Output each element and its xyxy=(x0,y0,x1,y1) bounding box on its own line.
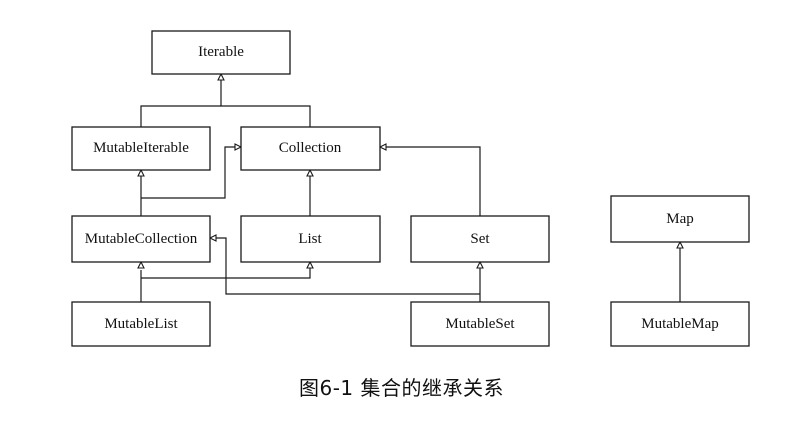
arrowhead-collection-left xyxy=(234,143,243,151)
node-mutableiterable: MutableIterable xyxy=(71,126,211,171)
node-map: Map xyxy=(610,195,750,243)
arrowhead-mutablecollection-bottom xyxy=(137,260,145,269)
node-iterable: Iterable xyxy=(151,30,291,75)
node-mutableset: MutableSet xyxy=(410,301,550,347)
edges xyxy=(140,80,681,302)
node-set-label: Set xyxy=(470,231,490,247)
arrowhead-collection-bottom xyxy=(306,168,314,177)
node-mutablemap: MutableMap xyxy=(610,301,750,347)
node-mutablecollection: MutableCollection xyxy=(71,215,211,263)
node-mutableiterable-label: MutableIterable xyxy=(93,140,189,156)
arrowhead-set xyxy=(476,260,484,269)
edge-mutableiterable-iterable xyxy=(140,105,221,127)
node-collection: Collection xyxy=(240,126,381,171)
node-collection-label: Collection xyxy=(279,140,342,156)
arrowhead-mutableiterable xyxy=(137,168,145,177)
arrowhead-iterable xyxy=(217,72,225,81)
edge-mutablecollection-collection xyxy=(141,146,235,199)
node-iterable-label: Iterable xyxy=(198,44,244,60)
node-set: Set xyxy=(410,215,550,263)
figure-caption: 图6-1 集合的继承关系 xyxy=(298,376,505,400)
edge-set-collection xyxy=(386,146,481,216)
node-list: List xyxy=(240,215,381,263)
node-list-label: List xyxy=(298,231,322,247)
node-mutablemap-label: MutableMap xyxy=(641,316,718,332)
node-map-label: Map xyxy=(666,211,694,227)
edge-mutableset-mutablecollection xyxy=(216,237,480,295)
node-mutablecollection-label: MutableCollection xyxy=(85,231,198,247)
arrowhead-map xyxy=(676,240,684,249)
arrowheads xyxy=(137,72,684,269)
arrowhead-collection-right xyxy=(378,143,387,151)
node-mutablelist-label: MutableList xyxy=(104,316,178,332)
node-mutablelist: MutableList xyxy=(71,301,211,347)
node-mutableset-label: MutableSet xyxy=(445,316,515,332)
arrowhead-list xyxy=(306,260,314,269)
arrowhead-mutablecollection-right xyxy=(208,234,217,242)
edge-collection-iterable xyxy=(220,80,311,127)
edge-mutablelist-list xyxy=(141,268,311,279)
